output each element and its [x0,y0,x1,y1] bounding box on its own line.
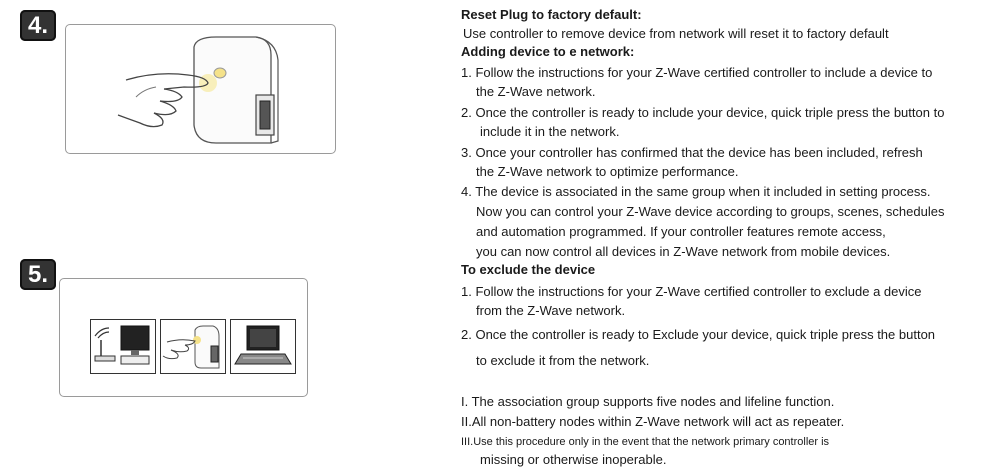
step-5-badge: 5. [20,259,56,290]
exclude-item-1-line-1: 1. Follow the instructions for your Z-Wa… [461,284,922,299]
adding-item-4-line-3: and automation programmed. If your contr… [476,224,886,239]
adding-item-4-line-4: you can now control all devices in Z-Wav… [476,244,891,259]
laptop-icon [230,319,296,374]
adding-item-3-line-2: the Z-Wave network to optimize performan… [476,164,739,179]
reset-heading: Reset Plug to factory default: [461,7,642,22]
exclude-item-1-line-2: from the Z-Wave network. [476,303,626,318]
note-3: III.Use this procedure only in the event… [461,436,830,448]
adding-item-2-line-1: 2. Once the controller is ready to inclu… [461,105,945,120]
hand-pressing-plug-illustration [117,36,279,144]
exclude-item-2-line-1: 2. Once the controller is ready to Exclu… [461,327,936,342]
step-4-illustration-panel [65,24,336,154]
adding-item-4-line-2: Now you can control your Z-Wave device a… [476,204,945,219]
adding-heading: Adding device to e network: [461,44,635,59]
note-3-continued: missing or otherwise inoperable. [480,452,667,467]
note-1: I. The association group supports five n… [461,394,835,409]
exclude-item-2-line-2: to exclude it from the network. [476,353,650,368]
router-computer-icon [90,319,156,374]
adding-item-1-line-1: 1. Follow the instructions for your Z-Wa… [461,65,933,80]
adding-item-1-line-2: the Z-Wave network. [476,84,596,99]
adding-item-3-line-1: 3. Once your controller has confirmed th… [461,145,923,160]
exclude-heading: To exclude the device [461,262,596,277]
reset-body: Use controller to remove device from net… [463,26,889,41]
hand-plug-icon [160,319,226,374]
note-2: II.All non-battery nodes within Z-Wave n… [461,414,845,429]
adding-item-2-line-2: include it in the network. [480,124,620,139]
step-4-badge: 4. [20,10,56,41]
adding-item-4-line-1: 4. The device is associated in the same … [461,184,931,199]
step-5-illustration-panel [59,278,308,397]
